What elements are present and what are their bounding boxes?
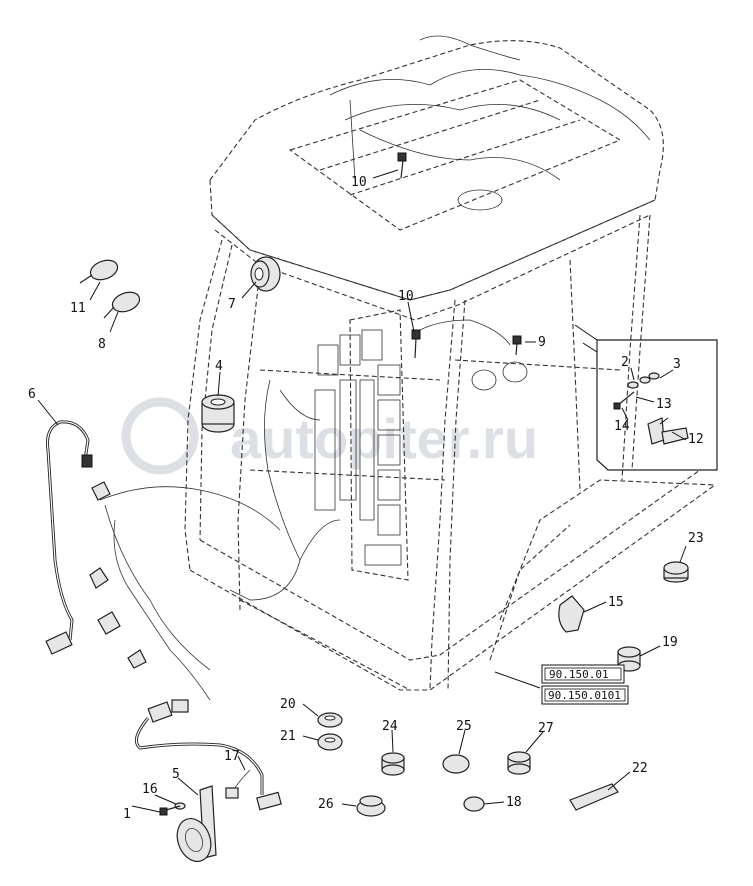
callout-11: 11 [70,301,86,316]
part-20-grommet [317,712,343,728]
callout-3: 3 [673,357,681,372]
callout-13: 13 [656,397,672,412]
part-18-plug [463,796,485,812]
part-8-lamp [103,291,141,319]
part-11-lamp [79,259,119,284]
callout-4: 4 [215,359,223,374]
part-1-bolt [159,805,181,816]
callout-22: 22 [632,761,648,776]
part-17-harness [134,699,282,811]
callout-7: 7 [228,297,236,312]
callout-18: 18 [506,795,522,810]
callout-6: 6 [28,387,36,402]
reference-90-150-01: 90.150.01 [549,668,609,681]
cab-roof [209,35,664,321]
part-27-grommet [507,751,531,775]
left-connectors [89,481,147,669]
part-4-grommet [201,394,235,433]
part-10-top [397,152,407,179]
part-25-plug [442,754,470,774]
part-22-strip [569,783,619,811]
part-24-grommet [381,752,405,776]
callout-12: 12 [688,432,704,447]
horn [176,818,212,862]
callout-15: 15 [608,595,624,610]
callout-9: 9 [538,335,546,350]
callout-8: 8 [98,337,106,352]
callout-25: 25 [456,719,472,734]
callout-17: 17 [224,749,240,764]
callout-23: 23 [688,531,704,546]
watermark-text: autopiter.ru [230,407,538,470]
callout-10-top: 10 [351,175,367,190]
part-19-grommet [617,646,641,672]
detail-inset [574,324,718,471]
callout-21: 21 [280,729,296,744]
callout-2: 2 [621,355,629,370]
reference-boxes: 90.150.01 90.150.0101 [541,664,629,705]
callout-26: 26 [318,797,334,812]
callout-19: 19 [662,635,678,650]
callout-16: 16 [142,782,158,797]
part-6-harness [45,420,93,655]
callout-14: 14 [614,419,630,434]
callout-27: 27 [538,721,554,736]
ignition-switches [471,361,528,391]
part-7-grommet [250,256,281,292]
callout-labels: 1 2 3 4 5 6 7 8 9 10 10 11 12 13 14 15 1… [28,175,704,822]
part-26-grommet [356,795,386,817]
part-10-lower [411,329,421,359]
callout-24: 24 [382,719,398,734]
leader-lines [37,169,687,813]
part-23-cap [663,561,689,583]
callout-10-lower: 10 [398,289,414,304]
fuse-relay-panel [314,309,409,581]
part-9 [512,335,522,356]
cab-frame [184,214,716,691]
part-21-grommet [317,733,343,751]
callout-1: 1 [123,807,131,822]
part-15-clip [558,595,585,633]
reference-90-150-0101: 90.150.0101 [548,689,621,702]
callout-20: 20 [280,697,296,712]
cab-harness [99,99,511,701]
watermark: autopiter.ru [121,397,538,475]
callout-5: 5 [172,767,180,782]
